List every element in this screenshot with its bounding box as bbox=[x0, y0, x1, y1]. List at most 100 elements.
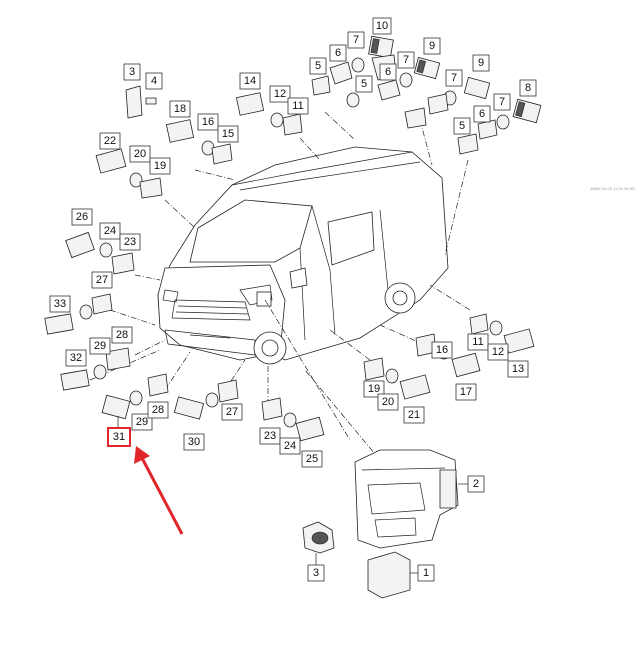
label-16: 16 bbox=[197, 113, 219, 131]
svg-text:29: 29 bbox=[94, 340, 106, 352]
svg-text:22: 22 bbox=[104, 135, 116, 147]
svg-text:20: 20 bbox=[134, 148, 146, 160]
label-26: 26 bbox=[71, 208, 93, 226]
label-29: 29 bbox=[89, 337, 111, 355]
svg-text:32: 32 bbox=[70, 352, 82, 364]
svg-text:23: 23 bbox=[124, 236, 136, 248]
svg-text:27: 27 bbox=[226, 406, 238, 418]
svg-text:18: 18 bbox=[174, 103, 186, 115]
svg-text:29: 29 bbox=[136, 416, 148, 428]
svg-text:23: 23 bbox=[264, 430, 276, 442]
label-19: 19 bbox=[149, 157, 171, 175]
label-21: 21 bbox=[403, 406, 425, 424]
svg-text:7: 7 bbox=[451, 72, 457, 84]
svg-text:19: 19 bbox=[154, 160, 166, 172]
svg-text:6: 6 bbox=[479, 108, 485, 120]
svg-text:5: 5 bbox=[361, 78, 367, 90]
label-7: 7 bbox=[445, 69, 463, 87]
control-unit-module bbox=[367, 551, 411, 599]
part-number-labels: 10 9 7 6 5 7 5 6 9 7 3 4 14 12 11 18 16 … bbox=[49, 17, 537, 582]
speaker-part bbox=[302, 521, 335, 554]
label-7: 7 bbox=[493, 93, 511, 111]
control-unit-bracket bbox=[354, 449, 459, 549]
label-12: 12 bbox=[269, 85, 291, 103]
label-6: 6 bbox=[473, 105, 491, 123]
svg-text:33: 33 bbox=[54, 298, 66, 310]
svg-text:5: 5 bbox=[315, 60, 321, 72]
label-7: 7 bbox=[397, 51, 415, 69]
label-11: 11 bbox=[467, 333, 489, 351]
label-28: 28 bbox=[147, 401, 169, 419]
svg-text:5: 5 bbox=[459, 120, 465, 132]
label-11: 11 bbox=[287, 97, 309, 115]
label-18: 18 bbox=[169, 100, 191, 118]
label-1: 1 bbox=[417, 564, 435, 582]
label-4: 4 bbox=[145, 72, 163, 90]
label-23: 23 bbox=[259, 427, 281, 445]
svg-text:12: 12 bbox=[492, 346, 504, 358]
svg-text:3: 3 bbox=[313, 567, 319, 579]
label-29: 29 bbox=[131, 413, 153, 431]
svg-text:11: 11 bbox=[292, 100, 303, 112]
label-5: 5 bbox=[355, 75, 373, 93]
label-31-highlighted: 31 bbox=[107, 427, 131, 447]
label-23: 23 bbox=[119, 233, 141, 251]
label-3: 3 bbox=[123, 63, 141, 81]
svg-text:16: 16 bbox=[436, 344, 448, 356]
connector-lines bbox=[89, 111, 471, 461]
svg-text:14: 14 bbox=[244, 75, 256, 87]
svg-text:28: 28 bbox=[116, 329, 128, 341]
label-9: 9 bbox=[423, 37, 441, 55]
label-33: 33 bbox=[49, 295, 71, 313]
label-25: 25 bbox=[301, 450, 323, 468]
label-32: 32 bbox=[65, 349, 87, 367]
label-28: 28 bbox=[111, 326, 133, 344]
label-6: 6 bbox=[329, 44, 347, 62]
svg-text:28: 28 bbox=[152, 404, 164, 416]
label-30: 30 bbox=[183, 433, 205, 451]
svg-text:24: 24 bbox=[104, 225, 116, 237]
label-27: 27 bbox=[91, 271, 113, 289]
label-5: 5 bbox=[309, 57, 327, 75]
label-13: 13 bbox=[507, 360, 529, 378]
watermark-text: 4MAV-31-00 11.02.16 BD bbox=[590, 186, 635, 191]
svg-text:7: 7 bbox=[499, 96, 505, 108]
leader-lines bbox=[117, 416, 468, 574]
label-12: 12 bbox=[487, 343, 509, 361]
svg-text:2: 2 bbox=[473, 478, 479, 490]
label-22: 22 bbox=[99, 132, 121, 150]
svg-text:9: 9 bbox=[478, 57, 484, 69]
svg-text:10: 10 bbox=[376, 20, 388, 32]
label-27: 27 bbox=[221, 403, 243, 421]
label-14: 14 bbox=[239, 72, 261, 90]
label-8: 8 bbox=[519, 79, 537, 97]
svg-text:4: 4 bbox=[151, 75, 157, 87]
label-3: 3 bbox=[307, 564, 325, 582]
svg-text:27: 27 bbox=[96, 274, 108, 286]
label-15: 15 bbox=[217, 125, 239, 143]
svg-text:17: 17 bbox=[460, 386, 472, 398]
svg-text:13: 13 bbox=[512, 363, 524, 375]
label-17: 17 bbox=[455, 383, 477, 401]
svg-text:30: 30 bbox=[188, 436, 200, 448]
label-16: 16 bbox=[431, 341, 453, 359]
svg-text:26: 26 bbox=[76, 211, 88, 223]
svg-text:24: 24 bbox=[284, 440, 296, 452]
label-5: 5 bbox=[453, 117, 471, 135]
label-7: 7 bbox=[347, 31, 365, 49]
label-20: 20 bbox=[377, 393, 399, 411]
svg-text:9: 9 bbox=[429, 40, 435, 52]
svg-text:20: 20 bbox=[382, 396, 394, 408]
svg-text:16: 16 bbox=[202, 116, 214, 128]
svg-text:19: 19 bbox=[368, 383, 380, 395]
svg-text:6: 6 bbox=[385, 66, 391, 78]
label-9: 9 bbox=[472, 54, 490, 72]
svg-text:11: 11 bbox=[472, 336, 483, 348]
label-10: 10 bbox=[372, 17, 392, 35]
svg-text:21: 21 bbox=[408, 409, 420, 421]
svg-text:3: 3 bbox=[129, 66, 135, 78]
label-24: 24 bbox=[279, 437, 301, 455]
label-20: 20 bbox=[129, 145, 151, 163]
svg-text:25: 25 bbox=[306, 453, 318, 465]
